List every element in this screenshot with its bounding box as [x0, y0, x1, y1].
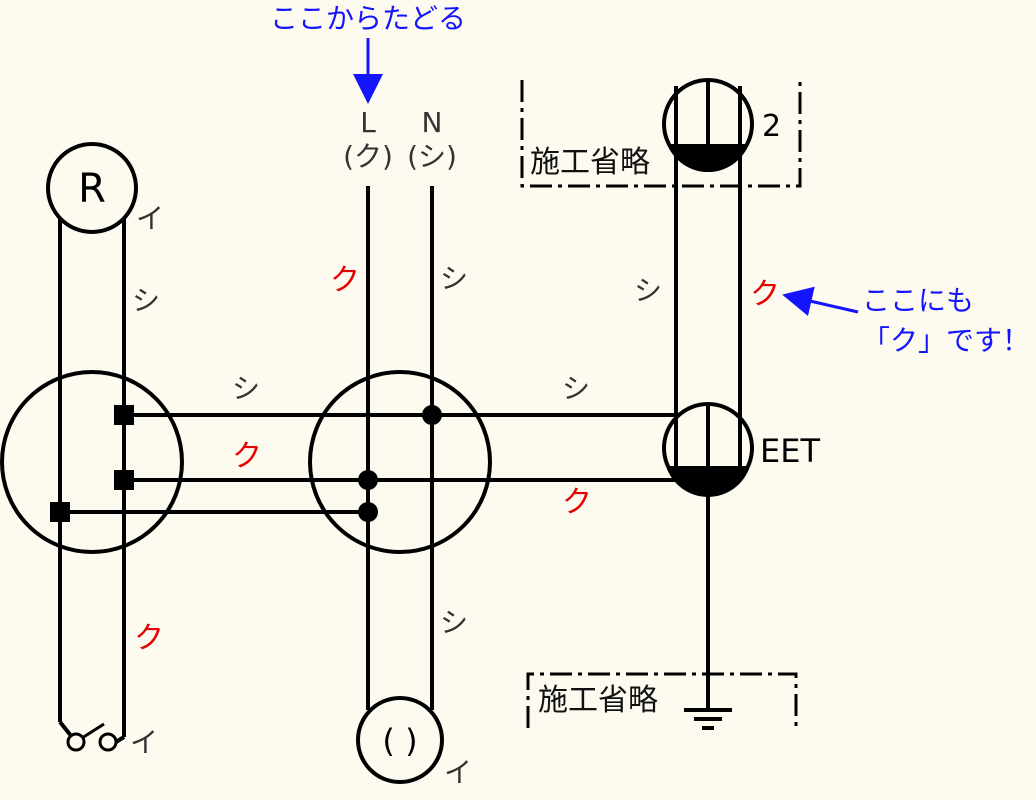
wire-mark-shi: シ	[562, 372, 590, 405]
wire-mark-shi: シ	[440, 262, 468, 295]
wire-mark-shi: シ	[634, 274, 662, 307]
eet-outlet-fill	[666, 466, 750, 497]
wire-mark-shi: シ	[440, 606, 468, 639]
lamp-symbol	[46, 142, 138, 234]
wire-mark-ku: ク	[562, 485, 592, 520]
outlet-2-count: 2	[762, 109, 781, 144]
omitted-label-top: 施工省略	[530, 145, 650, 180]
switch-blade	[81, 722, 105, 740]
annotation-here-too-2: 「ク」です！	[862, 324, 1030, 357]
outlet-label: ( )	[382, 722, 417, 760]
wire-mark-shi: シ	[132, 284, 160, 317]
source-L-sub: (ク)	[343, 140, 393, 173]
annotation-here-too-1: ここにも	[862, 284, 974, 317]
source-N-sub: (シ)	[407, 140, 457, 173]
wire-mark-ku: ク	[330, 263, 360, 298]
wire-mark-ku: ク	[134, 621, 164, 656]
annotation-trace-from: ここからたどる	[270, 2, 466, 35]
outlet-symbol	[356, 696, 444, 784]
annotation-arrow-left	[782, 286, 859, 316]
source-L-label: L	[360, 106, 376, 139]
connector-square	[50, 502, 70, 522]
junction-box-middle	[308, 370, 492, 554]
connector-square	[114, 470, 134, 490]
wire-mark-ku: ク	[750, 277, 780, 312]
wire-mark-shi: シ	[232, 372, 260, 405]
junction-box-left	[0, 370, 184, 554]
source-N-label: N	[422, 106, 443, 139]
outlet-2-fill	[667, 144, 749, 173]
wire-mark-i: イ	[444, 756, 472, 789]
eet-label: EET	[760, 432, 820, 470]
connector-square	[114, 405, 134, 425]
switch-wire-bottom	[58, 720, 74, 739]
switch-contact-right	[98, 732, 118, 752]
switch-wire-right	[114, 735, 126, 744]
wire-mark-i: イ	[130, 726, 158, 759]
wire-mark-i: イ	[136, 202, 164, 235]
omitted-box-bottom	[526, 672, 798, 728]
lamp-label: R	[78, 166, 106, 212]
wire-mark-ku: ク	[232, 439, 262, 474]
omitted-label-bottom: 施工省略	[538, 683, 658, 718]
switch-contact-left	[66, 732, 86, 752]
omitted-box-top	[520, 80, 802, 188]
